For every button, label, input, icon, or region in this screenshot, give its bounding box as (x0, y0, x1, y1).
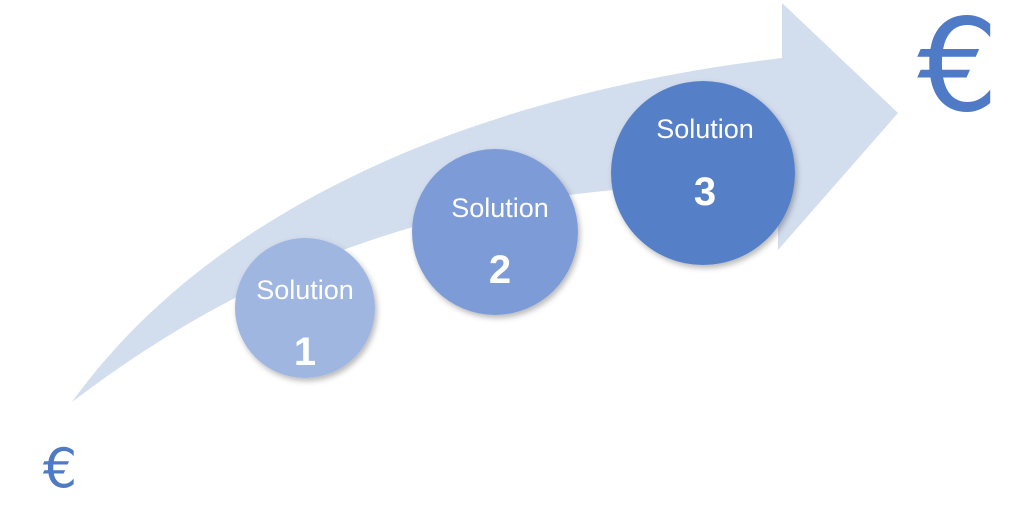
step-circle (235, 238, 375, 378)
step-number: 2 (489, 248, 511, 292)
step-label: Solution (656, 114, 754, 144)
step-circle (412, 149, 578, 315)
step-number: 3 (694, 170, 716, 214)
solution-step-3: Solution 3 (611, 81, 795, 265)
step-label: Solution (451, 193, 549, 223)
solution-step-1: Solution 1 (235, 238, 375, 378)
step-label: Solution (256, 275, 354, 305)
start-euro-symbol: € (43, 437, 77, 500)
step-circle (611, 81, 795, 265)
solution-step-2: Solution 2 (412, 149, 578, 315)
end-euro-symbol: € (917, 0, 998, 141)
step-number: 1 (294, 330, 316, 374)
